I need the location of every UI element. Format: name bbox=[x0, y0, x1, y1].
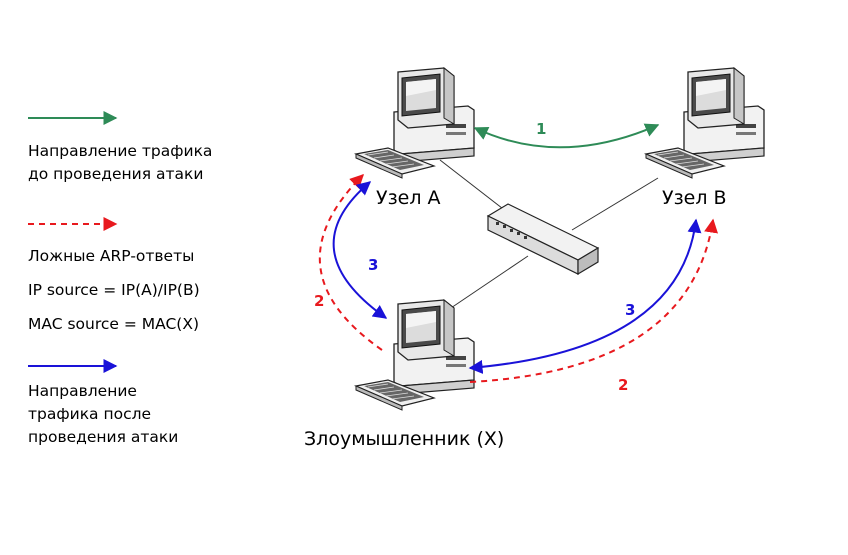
legend-red-text-1: Ложные ARP-ответы bbox=[28, 247, 195, 265]
legend-blue-text: Направление трафика после проведения ата… bbox=[28, 382, 179, 446]
legend-red-text-3: MAC source = MAC(X) bbox=[28, 315, 200, 333]
node-b-label: Узел В bbox=[662, 187, 727, 209]
legend-green-text: Направление трафика до проведения атаки bbox=[28, 142, 213, 183]
link-b-switch bbox=[571, 177, 659, 231]
computer-icon-node-a bbox=[355, 67, 475, 179]
green-traffic-arrow bbox=[473, 123, 660, 149]
step-label-blue-right: 3 bbox=[625, 301, 635, 319]
blue-traffic-arrow-right bbox=[468, 218, 702, 374]
link-x-switch bbox=[444, 255, 529, 313]
step-label-green: 1 bbox=[536, 120, 546, 138]
step-label-red-right: 2 bbox=[618, 376, 628, 394]
legend-red-text-2: IP source = IP(A)/IP(B) bbox=[28, 281, 200, 299]
node-a-label: Узел А bbox=[376, 187, 441, 209]
red-arp-arrow-left bbox=[318, 174, 383, 351]
computer-icon-node-b bbox=[645, 67, 765, 179]
network-switch-icon bbox=[486, 203, 600, 276]
step-label-red-left: 2 bbox=[314, 292, 324, 310]
blue-traffic-arrow-left bbox=[332, 181, 388, 319]
attacker-label: Злоумышленник (X) bbox=[304, 428, 505, 450]
step-label-blue-left: 3 bbox=[368, 256, 378, 274]
computer-icon-attacker bbox=[355, 299, 475, 411]
